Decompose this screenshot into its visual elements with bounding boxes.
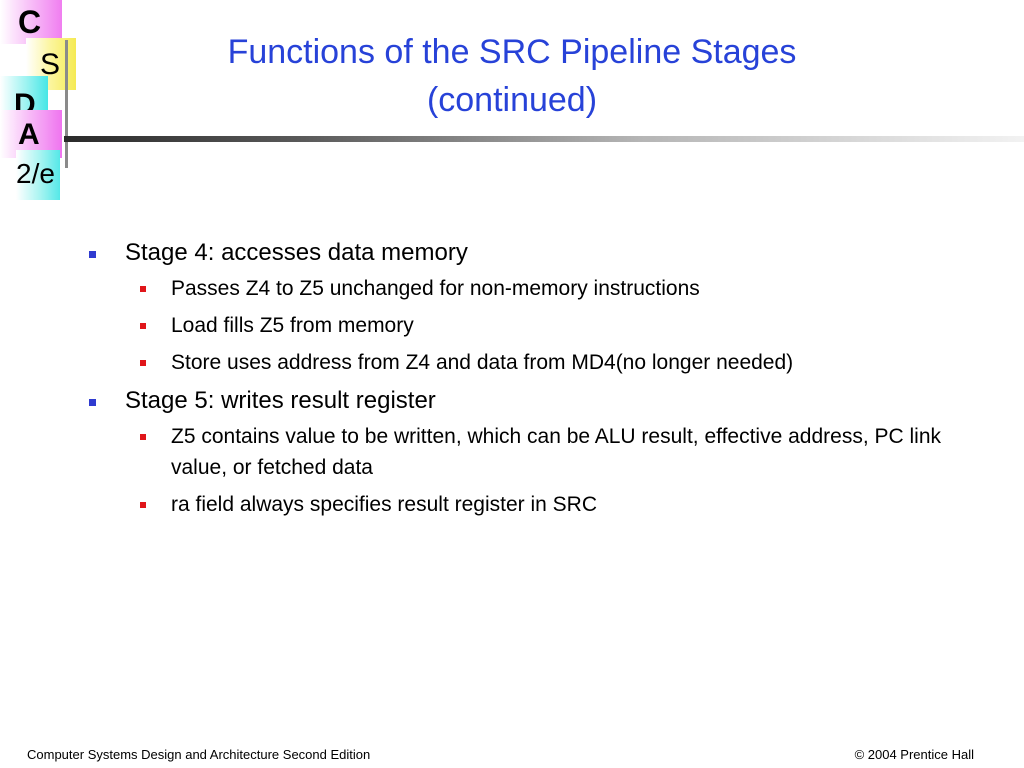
bullet-stage-4: Stage 4: accesses data memory bbox=[85, 236, 965, 270]
sub-bullet: Z5 contains value to be written, which c… bbox=[85, 421, 965, 483]
sub-bullet-text: ra field always specifies result registe… bbox=[171, 493, 597, 516]
sub-bullet-text: Load fills Z5 from memory bbox=[171, 314, 414, 337]
slide-title-line-1: Functions of the SRC Pipeline Stages bbox=[227, 33, 797, 71]
sub-bullet: Load fills Z5 from memory bbox=[85, 310, 965, 341]
footer-copyright: © 2004 Prentice Hall bbox=[854, 747, 974, 762]
logo-tile-c: C bbox=[0, 0, 62, 44]
slide-body: Stage 4: accesses data memory Passes Z4 … bbox=[85, 236, 965, 526]
square-bullet-icon bbox=[89, 399, 96, 406]
title-divider bbox=[64, 136, 1024, 142]
sub-bullet-text: Store uses address from Z4 and data from… bbox=[171, 351, 794, 374]
slide-title: Functions of the SRC Pipeline Stages (co… bbox=[120, 28, 904, 124]
logo-tile-edition: 2/e bbox=[16, 150, 60, 200]
square-bullet-icon bbox=[140, 360, 146, 366]
square-bullet-icon bbox=[140, 286, 146, 292]
sub-bullet: Passes Z4 to Z5 unchanged for non-memory… bbox=[85, 273, 965, 304]
square-bullet-icon bbox=[140, 434, 146, 440]
sub-bullet-text: Z5 contains value to be written, which c… bbox=[171, 425, 942, 479]
bullet-stage-5: Stage 5: writes result register bbox=[85, 384, 965, 418]
csda-logo: C S D A 2/e bbox=[0, 0, 80, 205]
slide-title-line-2: (continued) bbox=[426, 81, 598, 119]
bullet-text: Stage 4: accesses data memory bbox=[125, 239, 468, 266]
square-bullet-icon bbox=[140, 323, 146, 329]
square-bullet-icon bbox=[89, 251, 96, 258]
footer-book-title: Computer Systems Design and Architecture… bbox=[27, 747, 371, 762]
sub-bullet: Store uses address from Z4 and data from… bbox=[85, 347, 965, 378]
sub-bullet: ra field always specifies result registe… bbox=[85, 489, 965, 520]
square-bullet-icon bbox=[140, 502, 146, 508]
logo-vertical-line bbox=[65, 40, 68, 168]
bullet-text: Stage 5: writes result register bbox=[125, 387, 436, 414]
sub-bullet-text: Passes Z4 to Z5 unchanged for non-memory… bbox=[171, 277, 700, 300]
